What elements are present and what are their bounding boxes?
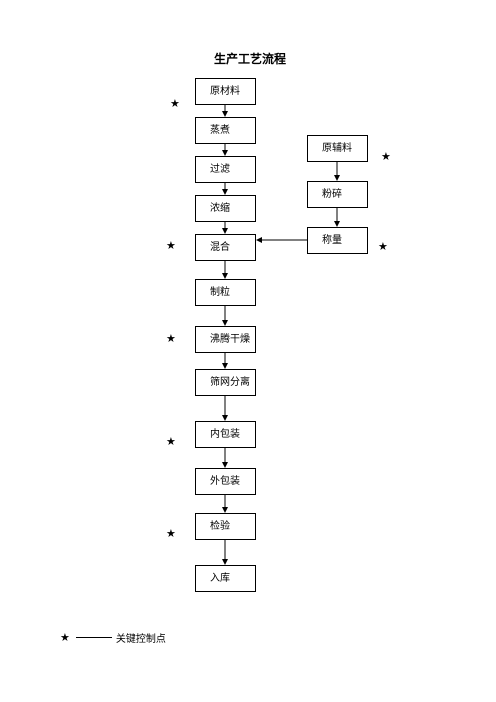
star-icon-mixing: ★ xyxy=(166,239,176,252)
page-title: 生产工艺流程 xyxy=(213,52,286,66)
star-icon-drying: ★ xyxy=(166,332,176,345)
legend-text: 关键控制点 xyxy=(115,634,166,645)
step-inspection: 检验 xyxy=(195,513,256,540)
step-concentrating: 浓缩 xyxy=(195,195,256,222)
star-icon-inner-packing: ★ xyxy=(166,435,176,448)
step-sieving: 筛网分离 xyxy=(195,369,256,396)
step-storage: 入库 xyxy=(195,565,256,592)
star-icon-auxiliary: ★ xyxy=(381,150,391,163)
step-mixing: 混合 xyxy=(195,234,256,261)
step-inner-packing: 内包装 xyxy=(195,421,256,448)
step-weighing: 称量 xyxy=(307,227,368,254)
step-filtering: 过滤 xyxy=(195,156,256,183)
step-outer-packing: 外包装 xyxy=(195,468,256,495)
legend-star-icon: ★ xyxy=(60,631,70,644)
step-crushing: 粉碎 xyxy=(307,181,368,208)
step-fluid-drying: 沸腾干燥 xyxy=(195,326,256,353)
star-icon-weighing: ★ xyxy=(378,240,388,253)
step-granulating: 制粒 xyxy=(195,279,256,306)
legend: ★ 关键控制点 xyxy=(60,630,166,645)
legend-line xyxy=(75,637,112,638)
star-icon-raw-material: ★ xyxy=(170,97,180,110)
step-auxiliary-material: 原辅料 xyxy=(307,135,368,162)
step-raw-material: 原材料 xyxy=(195,78,256,105)
step-cooking: 蒸煮 xyxy=(195,117,256,144)
star-icon-inspection: ★ xyxy=(166,527,176,540)
